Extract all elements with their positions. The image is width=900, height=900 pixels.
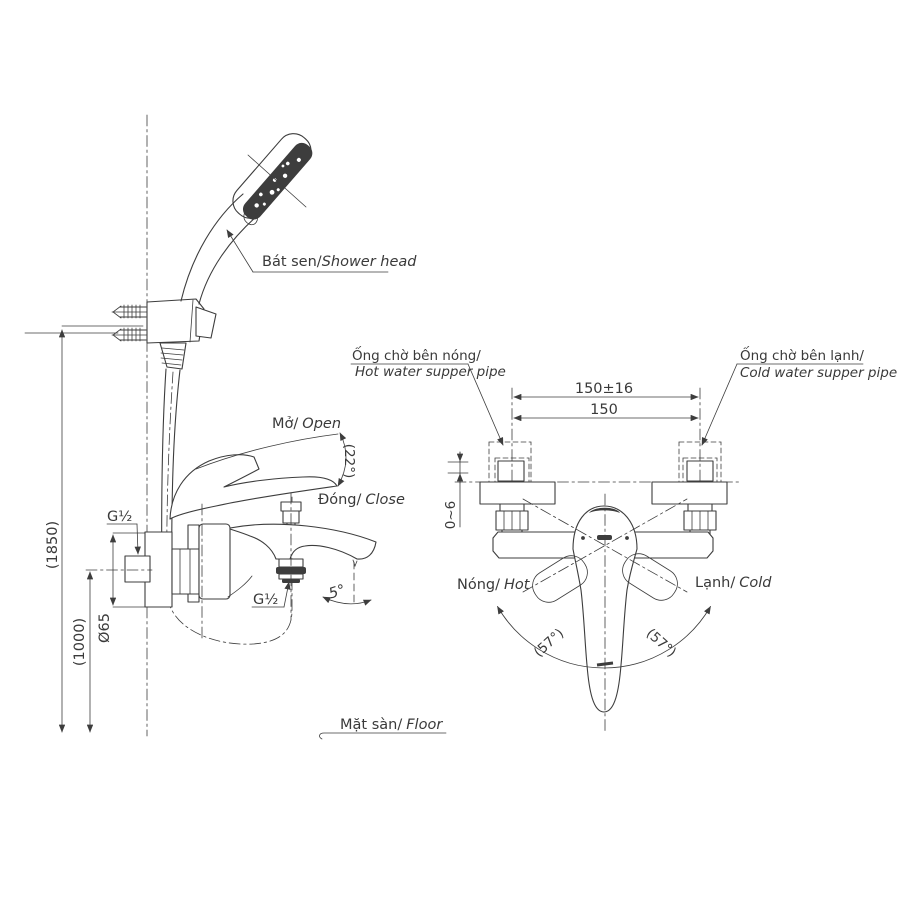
shower-head-leader (226, 229, 254, 273)
wall-screw-top (111, 304, 151, 319)
side-view (24, 114, 377, 737)
label-hot: Nóng/Hot (457, 577, 531, 593)
cold-supply-pipe (678, 387, 722, 559)
spout-side (227, 523, 377, 598)
cold-escutcheon (651, 481, 728, 535)
open-angle-arc (337, 432, 347, 487)
dim-flange-diameter (109, 532, 146, 608)
dim-protrusion-text: 0~6 (443, 501, 459, 530)
label-cold: Lạnh/Cold (695, 575, 772, 591)
shower-handle-right-edge (198, 215, 258, 305)
lever-position-right (622, 553, 678, 601)
dim-protrusion (447, 451, 469, 528)
cold-pipe-leader (701, 363, 738, 446)
dome-dot-right (625, 536, 629, 540)
dim-total-height-text: (1850) (45, 521, 61, 569)
g12-spout-leader (283, 581, 291, 608)
shower-head-axis-line (247, 154, 307, 208)
dim-open-angle-text: (22°) (341, 444, 357, 478)
dim-1850 (58, 325, 144, 733)
swing-diagonal-right (522, 498, 688, 593)
dim-pipe-spacing-tol-text: 150±16 (575, 381, 633, 397)
lever-open-top-edge (195, 433, 339, 470)
dome-logo (597, 535, 612, 540)
dome-dot-left (581, 536, 585, 540)
hot-supply-pipe (488, 387, 532, 559)
lever-closed (169, 454, 338, 520)
hose-centerline (166, 371, 293, 645)
front-view (350, 363, 864, 735)
label-close: Đóng/Close (318, 492, 405, 508)
shower-head (180, 133, 313, 305)
dim-swing-right-text: (57°) (643, 626, 679, 661)
swing-arc (497, 605, 711, 669)
label-cold-pipe-en: Cold water supper pipe (740, 365, 897, 381)
label-floor: Mặt sàn/Floor (340, 717, 443, 733)
dim-wall-thread-text: G½ (107, 509, 132, 525)
shower-bracket (146, 298, 217, 344)
dome-cap-crescent (589, 507, 620, 513)
label-hot-pipe-en: Hot water supper pipe (355, 364, 506, 380)
label-shower-head: Bát sen/Shower head (262, 254, 417, 270)
dim-flange-diameter-text: Ø65 (97, 613, 113, 643)
label-cold-pipe-vi: Ống chờ bên lạnh/ (740, 345, 864, 364)
hot-escutcheon (479, 481, 556, 535)
lever-position-left (532, 555, 588, 603)
shower-hose (159, 342, 293, 645)
label-open: Mở/Open (272, 416, 341, 432)
spout-angle-dim (322, 561, 372, 606)
shower-handle-left-edge (180, 193, 244, 302)
hot-pipe-leader (467, 363, 504, 446)
swing-diagonal-left (522, 498, 688, 593)
supply-elbow-square (124, 555, 151, 583)
lever-handle-side (169, 432, 347, 520)
dim-outlet-height-text: (1000) (72, 618, 88, 666)
floor-underline (319, 732, 447, 740)
valve-body-side (198, 523, 231, 600)
label-hot-pipe-vi: Ống chờ bên nóng/ (352, 345, 481, 364)
dim-spout-thread-text: G½ (253, 592, 278, 608)
dim-pipe-spacing-text: 150 (590, 402, 618, 418)
dim-spout-angle-text: 5° (327, 582, 348, 602)
hex-connector (171, 548, 200, 595)
g12-wall-leader (134, 523, 141, 555)
wall-screw-bottom (111, 327, 151, 342)
